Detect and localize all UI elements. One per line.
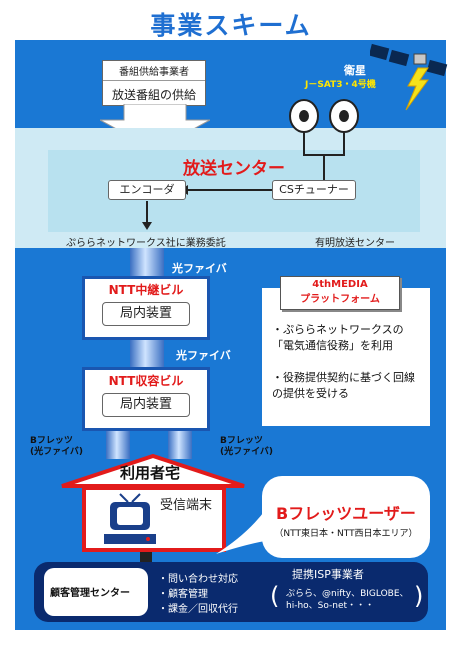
isp-close-paren: ) (414, 582, 424, 610)
isp-body: ぷらら、@nifty、BIGLOBE、hi-ho、So-net・・・ (286, 589, 409, 611)
customer-item-3: ・課金／回収代行 (158, 604, 238, 615)
ariake-note: 有明放送センター (315, 238, 395, 249)
platform-bullet-1: ・ぷららネットワークスの「電気通信役務」を利用 (272, 323, 404, 352)
bflets-user-bubble (262, 476, 430, 558)
satellite-label: 衛星 (344, 64, 366, 77)
satellite-icon (370, 43, 448, 111)
bflets-label-right: Bフレッツ (光ファイバ) (220, 436, 274, 457)
fiber-pipe-2 (130, 340, 164, 368)
ntt-accommodation-building: NTT収容ビル 局内装置 (82, 367, 210, 431)
page-title: 事業スキーム (150, 11, 312, 40)
isp-title: 提携ISP事業者 (292, 568, 364, 581)
tv-terminal-icon (104, 493, 156, 544)
bflets-user-bubble-tail (216, 500, 272, 554)
cs-tuner-box: CSチューナー (272, 180, 356, 200)
bflets-pipe-left (106, 431, 130, 459)
bottom-connector (140, 552, 152, 562)
bflets-user-title: Bフレッツユーザー (276, 504, 416, 523)
terminal-label: 受信端末 (160, 498, 213, 513)
fiber-pipe-1 (130, 248, 164, 278)
ntt-accommodation-title: NTT収容ビル (108, 374, 184, 388)
encoder-box: エンコーダ (108, 180, 186, 200)
customer-item-1: ・問い合わせ対応 (158, 574, 238, 585)
relay-device: 局内装置 (102, 302, 190, 326)
bflets-user-sub: （NTT東日本・NTT西日本エリア） (274, 529, 418, 539)
isp-open-paren: ( (270, 582, 280, 610)
ntt-relay-building: NTT中継ビル 局内装置 (82, 276, 210, 340)
home-title: 利用者宅 (120, 464, 181, 482)
platform-title-box: 4thMEDIA プラットフォーム (280, 276, 400, 310)
dish-antenna-icon (289, 99, 359, 156)
fiber-label-1: 光ファイバ (172, 262, 227, 275)
outsourcing-note: ぷららネットワークス社に業務委託 (66, 238, 226, 249)
platform-box: 4thMEDIA プラットフォーム ・ぷららネットワークスの「電気通信役務」を利… (262, 276, 430, 426)
supplier-body: 放送番組の供給 (111, 88, 196, 102)
satellite-model: J－SAT3・4号機 (305, 80, 376, 90)
accommodation-device: 局内装置 (102, 393, 190, 417)
supplier-header: 番組供給事業者 (103, 61, 205, 81)
ntt-relay-title: NTT中継ビル (108, 283, 184, 297)
customer-title: 顧客管理センター (50, 588, 130, 599)
bflets-pipe-right (168, 431, 192, 459)
platform-title-2: プラットフォーム (300, 294, 380, 305)
supplier-box: 番組供給事業者 放送番組の供給 (102, 60, 206, 106)
fiber-label-2: 光ファイバ (176, 349, 231, 362)
customer-title-box (44, 568, 148, 616)
customer-item-2: ・顧客管理 (158, 589, 208, 600)
broadcast-center-title: 放送センター (183, 159, 285, 179)
bflets-label-left: Bフレッツ (光ファイバ) (30, 436, 84, 457)
platform-bullet-2: ・役務提供契約に基づく回線の提供を受ける (272, 371, 415, 400)
platform-title-1: 4thMEDIA (312, 279, 368, 290)
